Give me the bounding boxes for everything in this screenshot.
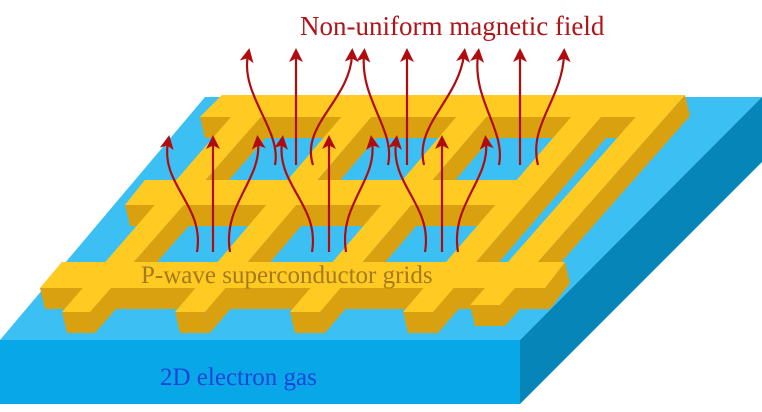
field-arrow xyxy=(455,135,494,253)
substrate-side-face xyxy=(520,97,762,404)
grid-bar-horizontal-side xyxy=(545,262,570,309)
field-arrow xyxy=(239,48,277,166)
field-arrow xyxy=(274,135,315,253)
magnetic-field-lines xyxy=(159,48,571,253)
field-arrow xyxy=(356,48,391,166)
grid-bar-diagonal-front xyxy=(175,312,210,333)
field-arrow xyxy=(227,135,266,253)
superconductor-grid xyxy=(40,95,690,333)
electron-gas-label: 2D electron gas xyxy=(160,364,317,391)
field-arrow xyxy=(470,48,502,166)
grid-bar-diagonal-top xyxy=(470,95,685,305)
grid-bar-horizontal-top xyxy=(40,262,565,288)
grid-bar-diagonal-front xyxy=(470,305,505,326)
magnetic-field-label: Non-uniform magnetic field xyxy=(300,11,605,41)
grid-bar-horizontal-top xyxy=(200,95,660,117)
grid-bar-diagonal-front xyxy=(62,312,95,333)
field-arrow xyxy=(535,48,571,166)
field-arrow xyxy=(421,48,471,166)
grid-bar-diagonal-front xyxy=(403,312,438,333)
grid-bar-diagonal-front xyxy=(290,312,325,333)
superconductor-grid-label: P-wave superconductor grids xyxy=(141,262,433,289)
field-arrow xyxy=(159,135,200,253)
field-arrow xyxy=(309,48,359,166)
field-arrow xyxy=(343,135,380,253)
field-arrow xyxy=(388,135,428,253)
substrate-front-face xyxy=(0,340,520,404)
grid-bar-horizontal-top xyxy=(125,180,545,205)
grid-bar-horizontal-front xyxy=(200,117,645,138)
